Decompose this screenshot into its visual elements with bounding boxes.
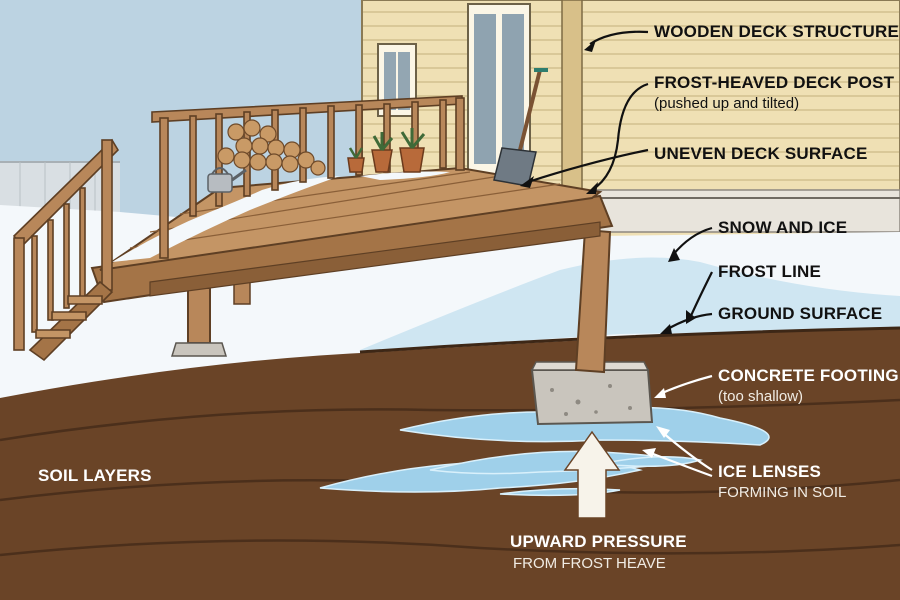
label-footing-note: (too shallow) xyxy=(718,388,803,406)
label-pressure-note: FROM FROST HEAVE xyxy=(513,555,666,573)
label-soil-layers: SOIL LAYERS xyxy=(38,466,152,486)
label-ground-surface: GROUND SURFACE xyxy=(718,304,882,324)
label-pressure: UPWARD PRESSURE xyxy=(510,532,687,552)
label-ice-lenses: ICE LENSES xyxy=(718,462,821,482)
label-deck-structure: WOODEN DECK STRUCTURE xyxy=(654,22,899,42)
label-footing: CONCRETE FOOTING xyxy=(718,366,899,386)
label-heaved-post-note: (pushed up and tilted) xyxy=(654,95,799,113)
label-heaved-post: FROST-HEAVED DECK POST xyxy=(654,73,894,93)
label-snow-ice: SNOW AND ICE xyxy=(718,218,847,238)
label-ice-lenses-note: FORMING IN SOIL xyxy=(718,484,846,502)
label-uneven-surface: UNEVEN DECK SURFACE xyxy=(654,144,868,164)
label-frost-line: FROST LINE xyxy=(718,262,821,282)
